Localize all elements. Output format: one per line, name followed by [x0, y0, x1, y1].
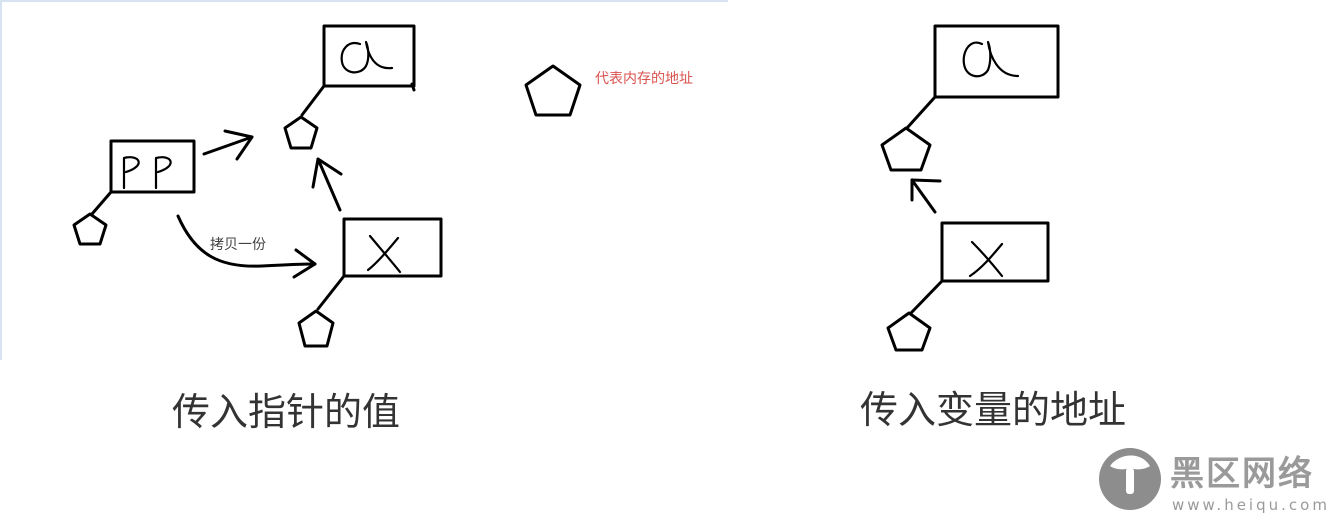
left-diagram	[72, 24, 443, 348]
watermark-url: www.heiqu.com	[1172, 496, 1330, 514]
right-box-x	[940, 221, 1050, 283]
left-caption: 传入指针的值	[172, 390, 400, 434]
left-address-pentagon-a	[283, 115, 319, 150]
right-alpha-glyph	[962, 40, 1020, 78]
left-address-pentagon-x	[297, 309, 335, 348]
left-alpha-glyph	[340, 40, 394, 74]
watermark-logo-icon	[1099, 448, 1161, 510]
left-box-a-connector	[300, 84, 326, 117]
arrow-right-x-to-a-address	[910, 178, 942, 214]
left-pp-glyph-2	[154, 156, 172, 190]
arrow-x-to-a-address	[311, 157, 343, 212]
left-pp-glyph-1	[122, 156, 140, 190]
left-box-x-connector	[316, 274, 346, 311]
right-x-glyph	[968, 240, 1004, 278]
legend-pentagon-icon	[524, 64, 582, 117]
legend-label: 代表内存的地址	[595, 71, 693, 87]
right-diagram	[880, 24, 1060, 352]
legend: 代表内存的地址	[524, 64, 693, 117]
right-box-x-connector	[909, 279, 944, 315]
left-box-pp-connector	[90, 190, 113, 216]
arrow-copy	[176, 214, 317, 279]
left-handwriting	[122, 40, 402, 274]
left-box-a	[322, 24, 416, 92]
right-box-a-connector	[905, 95, 937, 130]
watermark: 黑区网络 www.heiqu.com	[1099, 448, 1330, 514]
left-x-glyph	[366, 234, 402, 274]
watermark-title: 黑区网络	[1170, 454, 1314, 494]
left-box-x	[342, 217, 443, 278]
arrow-pp-to-a	[202, 129, 254, 161]
copy-label: 拷贝一份	[210, 237, 266, 253]
left-address-pentagon-pp	[72, 212, 108, 246]
right-handwriting	[962, 40, 1020, 278]
right-box-a	[933, 24, 1060, 99]
right-address-pentagon-x	[886, 311, 932, 352]
left-box-pp	[109, 139, 196, 194]
panel-frame	[0, 0, 728, 360]
right-address-pentagon-a	[880, 126, 932, 172]
right-caption: 传入变量的地址	[860, 388, 1126, 432]
